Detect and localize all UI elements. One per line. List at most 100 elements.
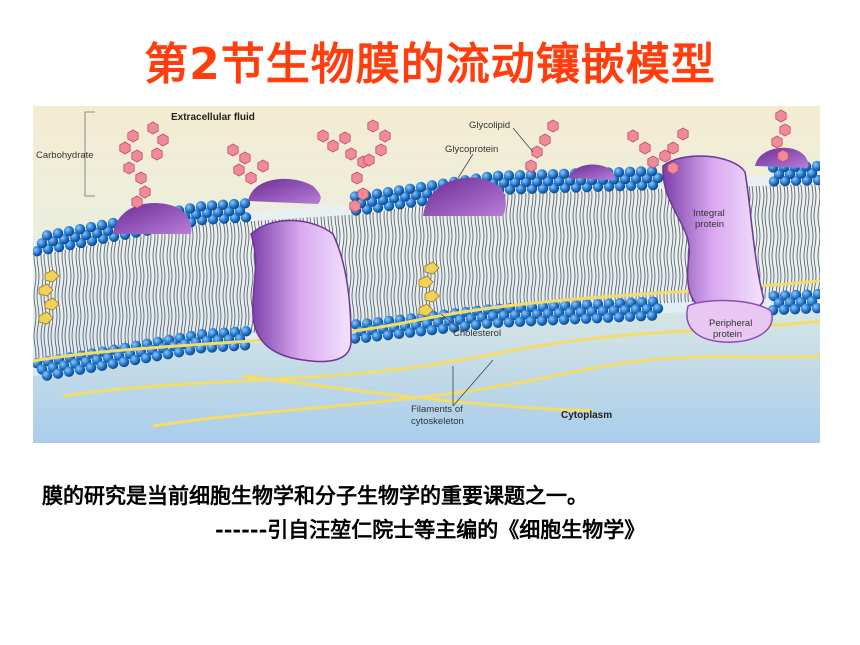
glycoprotein-small [568, 164, 615, 180]
phospholipid-head [635, 166, 647, 177]
phospholipid-head [547, 168, 559, 180]
sugar-unit [627, 129, 639, 143]
lipid-tails [33, 184, 820, 364]
sugar-unit [351, 171, 363, 185]
sugar-unit [127, 129, 139, 143]
phospholipid-head [547, 315, 559, 326]
phospholipid-head [52, 368, 64, 379]
phospholipid-head [514, 169, 526, 181]
phospholipid-head [207, 214, 219, 225]
sugar-unit [771, 135, 783, 149]
sugar-unit [245, 171, 257, 185]
phospholipid-head [558, 314, 570, 325]
phospholipid-head [426, 180, 438, 191]
sugar-unit [659, 149, 671, 163]
phospholipid-head [173, 347, 185, 358]
sugar-unit [379, 129, 391, 143]
phospholipid-head [371, 188, 383, 200]
phospholipid-head [393, 185, 405, 196]
phospholipid-head [63, 226, 75, 237]
phospholipid-head [31, 246, 43, 257]
phospholipid-head [404, 183, 416, 194]
phospholipid-head [360, 332, 372, 343]
phospholipid-head [800, 303, 812, 314]
phospholipid-head [602, 312, 614, 323]
sugar-unit [139, 185, 151, 199]
phospholipid-head [811, 160, 823, 172]
phospholipid-head [63, 366, 75, 377]
phospholipid-head [503, 170, 515, 181]
sugar-unit [317, 129, 329, 143]
sugar-unit [357, 187, 369, 201]
cholesterol-molecules [38, 261, 440, 325]
label-carbohydrate: Carbohydrate [36, 150, 94, 161]
phospholipid-head [536, 315, 548, 326]
label-peripheral-protein-line2: protein [713, 329, 742, 340]
label-peripheral-protein-line1: Peripheral [709, 318, 752, 329]
label-extracellular-fluid: Extracellular fluid [171, 112, 255, 123]
quote-line-1: 膜的研究是当前细胞生物学和分子生物学的重要课题之一。 [42, 483, 588, 508]
phospholipid-head [569, 314, 581, 325]
phospholipid-head [459, 321, 471, 332]
phospholipid-head [36, 238, 48, 249]
phospholipid-head [624, 311, 636, 322]
sugar-unit [131, 149, 143, 163]
phospholipid-head [382, 329, 394, 341]
sugar-unit [239, 151, 251, 165]
carbohydrate-bracket [84, 111, 95, 197]
phospholipid-head [218, 213, 230, 224]
phospholipid-head [503, 317, 515, 328]
quote-line-2: ------引自汪堃仁院士等主编的《细胞生物学》 [215, 517, 646, 542]
sugar-unit [233, 163, 245, 177]
sugar-unit [677, 127, 689, 141]
sugar-unit [151, 147, 163, 161]
phospholipid-head [41, 230, 53, 241]
sugar-unit [131, 195, 143, 209]
sugar-unit [147, 121, 159, 135]
phospholipid-head [240, 326, 252, 337]
phospholipid-head [404, 327, 416, 338]
phospholipid-head [206, 200, 218, 211]
phospholipid-head [646, 165, 658, 177]
phospholipid-head [415, 181, 427, 193]
phospholipid-head [481, 318, 493, 329]
phospholipid-head [811, 302, 823, 314]
glycoprotein-center [423, 177, 506, 216]
sugar-unit [539, 133, 551, 147]
phospholipid-head [514, 316, 526, 327]
phospholipid-head [240, 212, 252, 223]
sugar-unit [345, 147, 357, 161]
label-filaments-line1: Filaments of [411, 404, 463, 415]
phospholipid-head [558, 168, 570, 180]
label-integral-protein-line2: protein [695, 219, 724, 230]
sugar-unit [777, 149, 789, 163]
phospholipid-head [635, 311, 647, 322]
phospholipid-head [85, 221, 97, 233]
sugar-unit [639, 141, 651, 155]
phospholipid-head [228, 198, 240, 210]
membrane-diagram: Extracellular fluid Carbohydrate Glycopr… [31, 106, 824, 443]
phospholipid-head [624, 166, 636, 178]
phospholipid-head [162, 348, 174, 360]
sugar-unit [349, 199, 361, 213]
phospholipid-head [129, 354, 141, 366]
phospholipid-head [789, 303, 801, 315]
phospholipid-head [591, 313, 603, 324]
phospholipid-head [52, 228, 64, 239]
sugar-unit [531, 145, 543, 159]
phospholipid-head [217, 199, 229, 210]
phospholipid-head [140, 352, 152, 364]
phospholipid-head [96, 360, 108, 372]
sugar-unit [257, 159, 269, 173]
phospholipid-head [393, 328, 405, 340]
phospholipid-head [437, 323, 449, 334]
glycoprotein-center-left [248, 178, 321, 204]
label-integral-protein-line1: Integral [693, 208, 725, 219]
label-cytoplasm: Cytoplasm [561, 410, 612, 421]
sugar-unit [375, 143, 387, 157]
phospholipid-head [371, 331, 383, 342]
sugar-unit [135, 171, 147, 185]
sugar-unit [667, 161, 679, 175]
phospholipid-head [580, 313, 592, 324]
carbohydrate-chains [119, 109, 791, 213]
